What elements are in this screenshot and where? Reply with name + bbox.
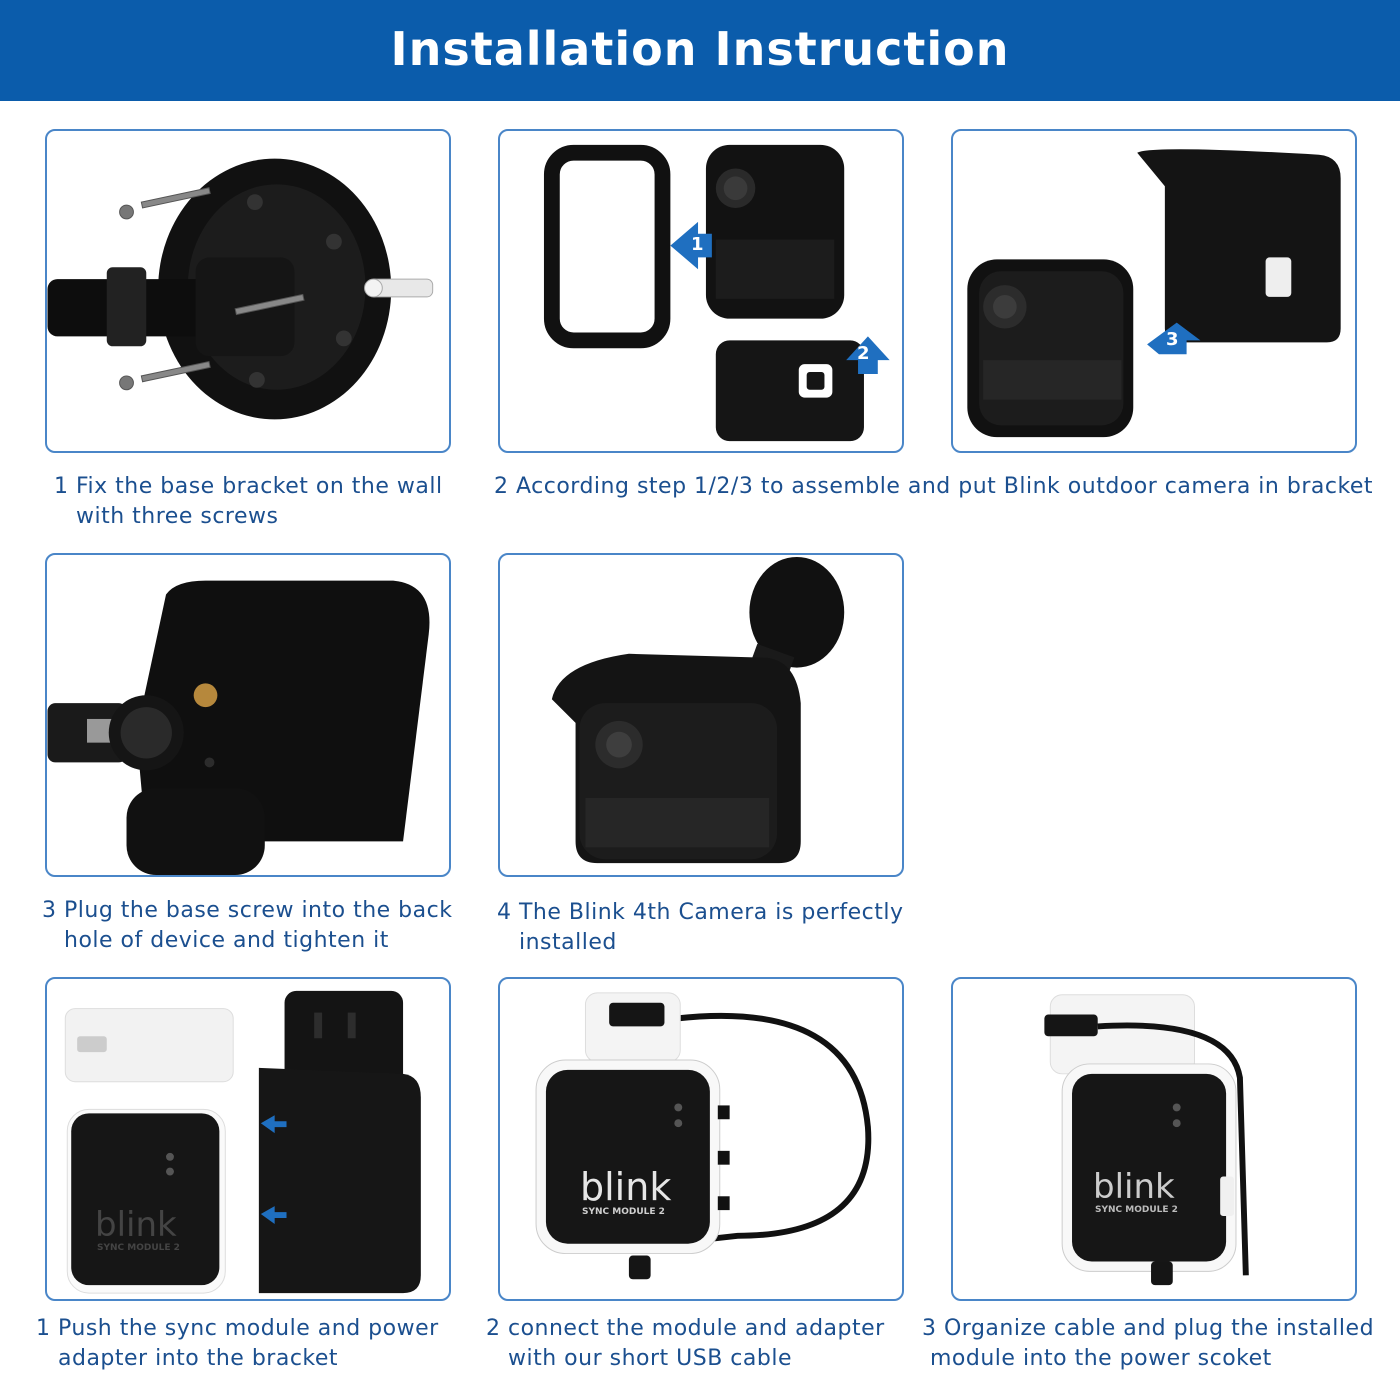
caption-step-2: 2 According step 1/2/3 to assemble and p… bbox=[494, 474, 1374, 499]
step-badge-3: 3 bbox=[1166, 329, 1179, 350]
camera-shell-illustration bbox=[967, 149, 1341, 438]
bracket-screws-illustration bbox=[47, 158, 434, 420]
caption-module-step-2: 2 connect the module and adapter with ou… bbox=[486, 1316, 885, 1371]
brand-label: blink bbox=[95, 1205, 177, 1245]
panel-installed-camera bbox=[498, 553, 904, 877]
title-banner: Installation Instruction bbox=[0, 0, 1400, 101]
panel-insert-camera: 3 bbox=[951, 129, 1357, 453]
page-title: Installation Instruction bbox=[390, 22, 1010, 76]
caption-module-step-1: 1 Push the sync module and power adapter… bbox=[36, 1316, 439, 1371]
caption-step-3: 3 Plug the base screw into the back hole… bbox=[42, 898, 453, 953]
caption-step-4: 4 The Blink 4th Camera is perfectly inst… bbox=[497, 900, 904, 955]
panel-connect-cable: blink SYNC MODULE 2 bbox=[498, 977, 904, 1301]
installed-camera-illustration bbox=[551, 556, 845, 864]
model-label: SYNC MODULE 2 bbox=[97, 1243, 180, 1253]
caption-module-step-3: 3 Organize cable and plug the installed … bbox=[922, 1316, 1375, 1371]
model-label-2: SYNC MODULE 2 bbox=[582, 1207, 665, 1217]
caption-step-1: 1 Fix the base bracket on the wall with … bbox=[54, 474, 443, 529]
step-badge-2: 2 bbox=[857, 343, 870, 364]
module-adapter-bracket-illustration bbox=[64, 990, 421, 1294]
panel-assemble-camera: 1 2 bbox=[498, 129, 904, 453]
base-screw-illustration bbox=[47, 580, 430, 875]
panel-plug-screw bbox=[45, 553, 451, 877]
model-label-3: SYNC MODULE 2 bbox=[1095, 1205, 1178, 1215]
step-badge-1: 1 bbox=[691, 234, 704, 255]
brand-label-3: blink bbox=[1093, 1167, 1175, 1207]
brand-label-2: blink bbox=[580, 1165, 672, 1209]
camera-assembly-illustration bbox=[543, 144, 890, 442]
panel-fix-bracket bbox=[45, 129, 451, 453]
module-organized-illustration bbox=[1044, 994, 1249, 1286]
module-cable-illustration bbox=[535, 992, 872, 1280]
panel-push-module: blink SYNC MODULE 2 bbox=[45, 977, 451, 1301]
panel-organize-cable: blink SYNC MODULE 2 bbox=[951, 977, 1357, 1301]
